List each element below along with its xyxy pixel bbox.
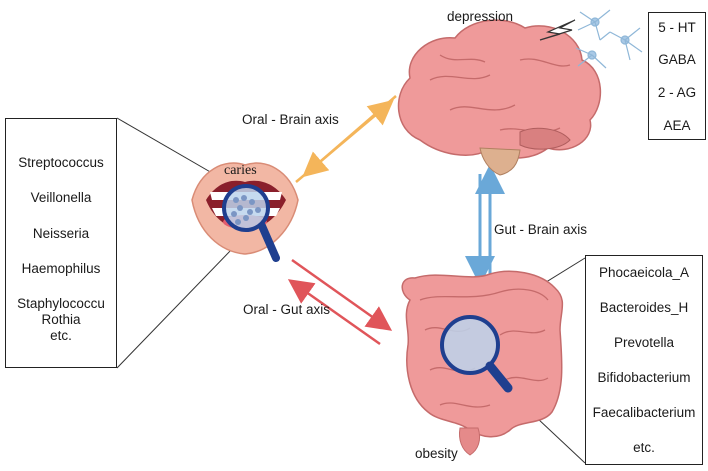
gut-bacteria-item: Phocaeicola_A bbox=[598, 265, 690, 280]
gut-bacteria-item: Faecalibacterium bbox=[592, 405, 696, 420]
oral-bacteria-item: Staphylococcu bbox=[17, 296, 105, 311]
oral-brain-axis-arrows bbox=[295, 95, 397, 183]
gut-brain-axis-arrows bbox=[465, 164, 505, 286]
gut-bacteria-box: Phocaeicola_A Bacteroides_H Prevotella B… bbox=[585, 255, 703, 465]
gut-magnifier-icon bbox=[440, 315, 513, 393]
oral-brain-axis-label: Oral - Brain axis bbox=[242, 112, 339, 127]
oral-bacteria-item: Haemophilus bbox=[21, 261, 101, 276]
oral-bacteria-box: Streptococcus Veillonella Neisseria Haem… bbox=[5, 118, 117, 368]
gut-bacteria-item: Prevotella bbox=[613, 335, 675, 350]
obesity-label: obesity bbox=[415, 446, 458, 461]
oral-gut-axis-label: Oral - Gut axis bbox=[243, 302, 331, 317]
neurotransmitter-item: AEA bbox=[663, 118, 691, 133]
oral-bacteria-item: etc. bbox=[50, 328, 72, 343]
brain-illustration bbox=[397, 19, 602, 176]
oral-bacteria-item: Veillonella bbox=[30, 190, 92, 205]
gut-bacteria-item: etc. bbox=[633, 440, 655, 455]
lightning-bolt-icon bbox=[539, 19, 576, 41]
gut-brain-axis-label: Gut - Brain axis bbox=[494, 222, 588, 237]
oral-bacteria-item: Neisseria bbox=[32, 226, 90, 241]
oral-bacteria-item: Rothia bbox=[41, 312, 81, 327]
neurotransmitter-box: 5 - HT GABA 2 - AG AEA bbox=[648, 12, 706, 140]
oral-magnifier-icon bbox=[222, 184, 280, 262]
oral-bacteria-item: Streptococcus bbox=[18, 155, 104, 170]
neurotransmitter-item: GABA bbox=[658, 52, 696, 67]
gut-bacteria-item: Bacteroides_H bbox=[599, 300, 689, 315]
depression-label: depression bbox=[447, 9, 514, 24]
neurotransmitter-item: 2 - AG bbox=[657, 85, 697, 100]
neuron-cells-icon bbox=[575, 9, 643, 69]
neurotransmitter-item: 5 - HT bbox=[658, 20, 696, 35]
caries-label: caries bbox=[224, 163, 257, 178]
oral-gut-axis-arrows bbox=[287, 258, 393, 346]
gut-bacteria-item: Bifidobacterium bbox=[597, 370, 691, 385]
